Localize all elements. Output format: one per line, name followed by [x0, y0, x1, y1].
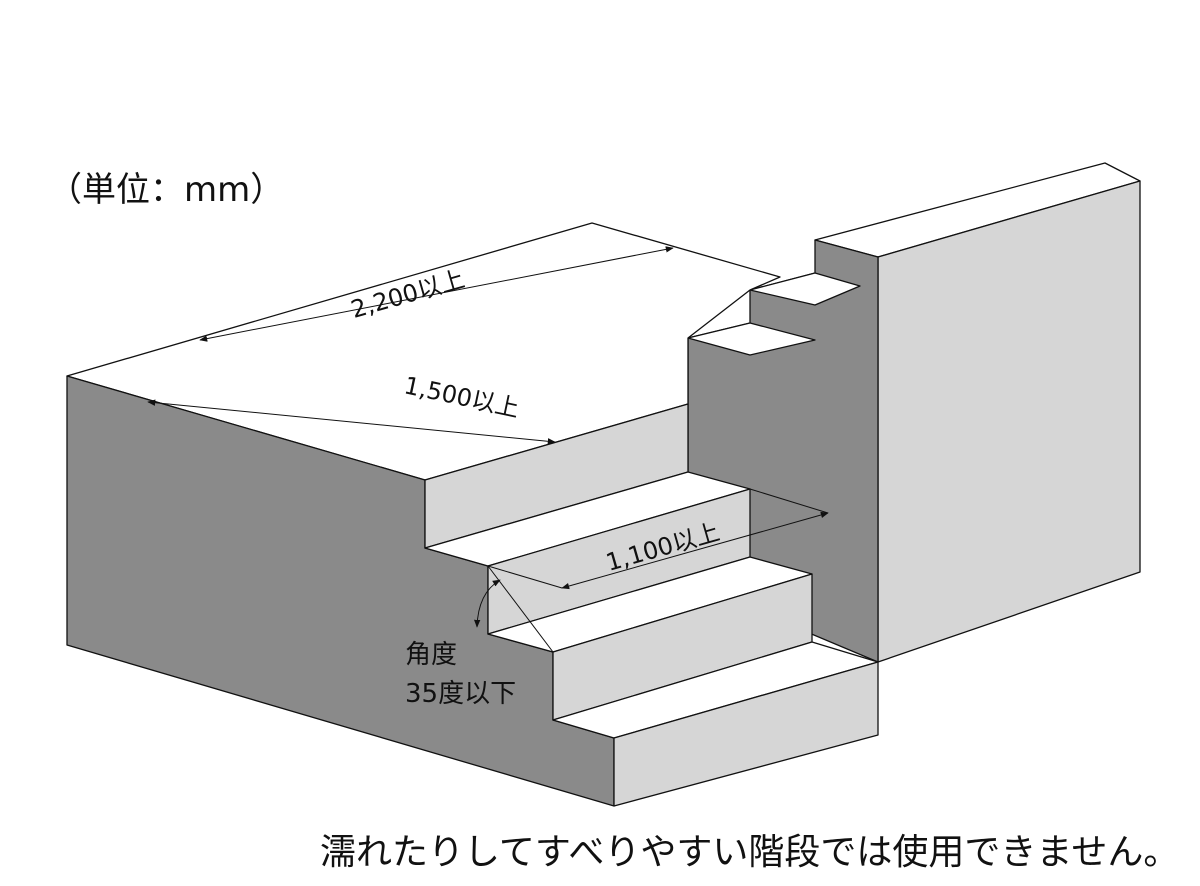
wall-right-face: [877, 180, 1141, 663]
upper-step-1-tread: [687, 322, 816, 356]
angle-note-line1: 角度: [405, 640, 457, 670]
upper-step-2-tread: [749, 272, 861, 306]
front-bottom-face: [613, 661, 879, 807]
unit-label: （単位：mm）: [48, 170, 284, 210]
caption: 濡れたりしてすべりやすい階段では使用できません。: [320, 832, 1179, 873]
angle-indicator: 角度 35度以下: [405, 565, 554, 709]
angle-note-line2: 35度以下: [405, 679, 516, 709]
